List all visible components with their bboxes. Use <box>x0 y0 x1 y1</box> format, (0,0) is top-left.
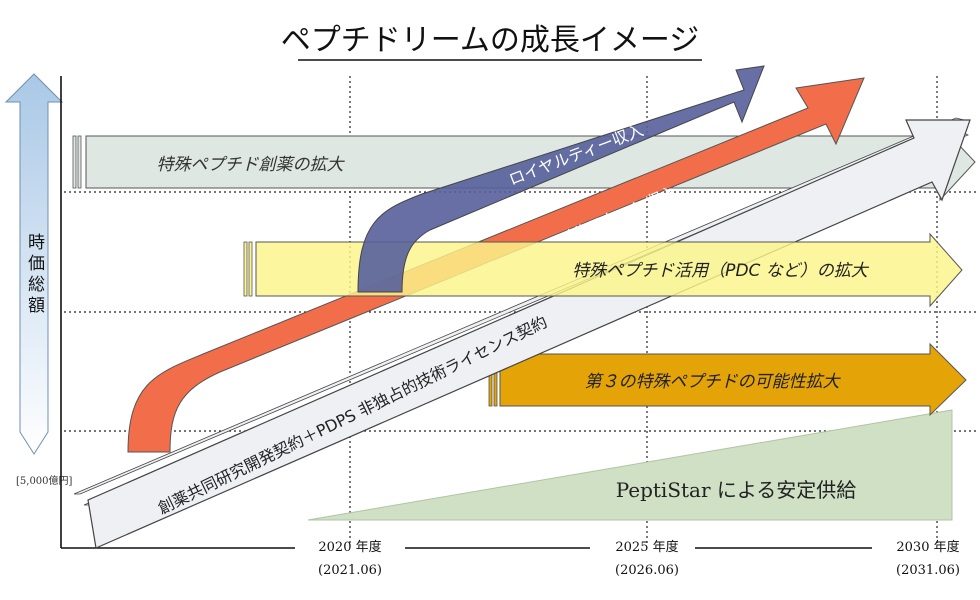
x-tick-2025: 2025 年度 (2026.06) <box>615 539 679 578</box>
arrow-pdc: 特殊ペプチド活用（PDC など）の拡大 <box>243 232 963 308</box>
x-tick-2020: 2020 年度 (2021.06) <box>318 539 382 578</box>
svg-text:(2021.06): (2021.06) <box>318 563 382 578</box>
svg-text:(2031.06): (2031.06) <box>896 563 960 578</box>
y-axis-arrow <box>4 73 64 455</box>
svg-text:2020 年度: 2020 年度 <box>318 539 381 555</box>
arrow-drug-discovery-label: 特殊ペプチド創薬の拡大 <box>157 155 346 175</box>
svg-text:2025 年度: 2025 年度 <box>615 539 678 555</box>
svg-text:時価総額: 時価総額 <box>24 233 45 317</box>
x-tick-2030: 2030 年度 (2031.06) <box>896 539 960 578</box>
y-axis-unit: [5,000億円] <box>16 474 73 487</box>
supply-triangle <box>307 409 953 521</box>
svg-text:2030 年度: 2030 年度 <box>896 539 959 555</box>
supply-label: PeptiStar による安定供給 <box>616 478 857 502</box>
page-title: ペプチドリームの成長イメージ <box>281 23 700 58</box>
arrow-pdc-label: 特殊ペプチド活用（PDC など）の拡大 <box>572 261 870 281</box>
y-axis-label: 時価総額 <box>24 233 45 317</box>
arrow-third-peptide: 第３の特殊ペプチドの可能性拡大 <box>488 342 967 417</box>
svg-text:(2026.06): (2026.06) <box>615 563 679 578</box>
arrow-license-contracts-label: 創薬共同研究開発契約＋PDPS 非独占的技術ライセンス契約 <box>155 312 550 518</box>
arrow-third-peptide-label: 第３の特殊ペプチドの可能性拡大 <box>585 372 842 392</box>
